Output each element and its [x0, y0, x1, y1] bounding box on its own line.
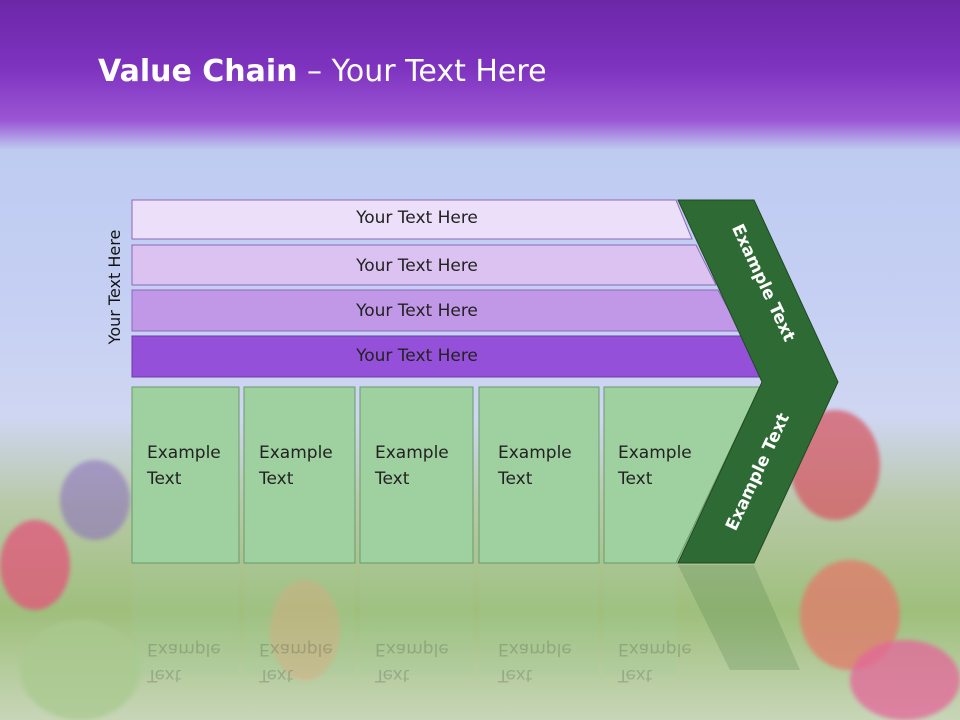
flower-decoration [0, 520, 70, 610]
flower-decoration [270, 580, 340, 680]
margin-chevron [677, 199, 839, 564]
bar-label-3: Your Text Here [356, 301, 478, 321]
activity-box-4 [478, 386, 600, 564]
reflection [132, 565, 800, 675]
flower-decoration [60, 460, 130, 540]
flower-decoration [20, 620, 140, 720]
bar-2 [131, 244, 717, 286]
activity-box-1 [131, 386, 240, 564]
header-banner [0, 0, 960, 150]
bar-1 [131, 199, 693, 240]
bar-label-4: Your Text Here [356, 346, 478, 366]
activity-box-3 [359, 386, 474, 564]
activity-box-5 [603, 386, 761, 564]
bar-label-1: Your Text Here [356, 208, 478, 228]
flower-decoration [850, 640, 960, 720]
bar-label-2: Your Text Here [356, 256, 478, 276]
page-title: Value Chain – Your Text Here [98, 54, 547, 89]
activity-box-2 [243, 386, 356, 564]
